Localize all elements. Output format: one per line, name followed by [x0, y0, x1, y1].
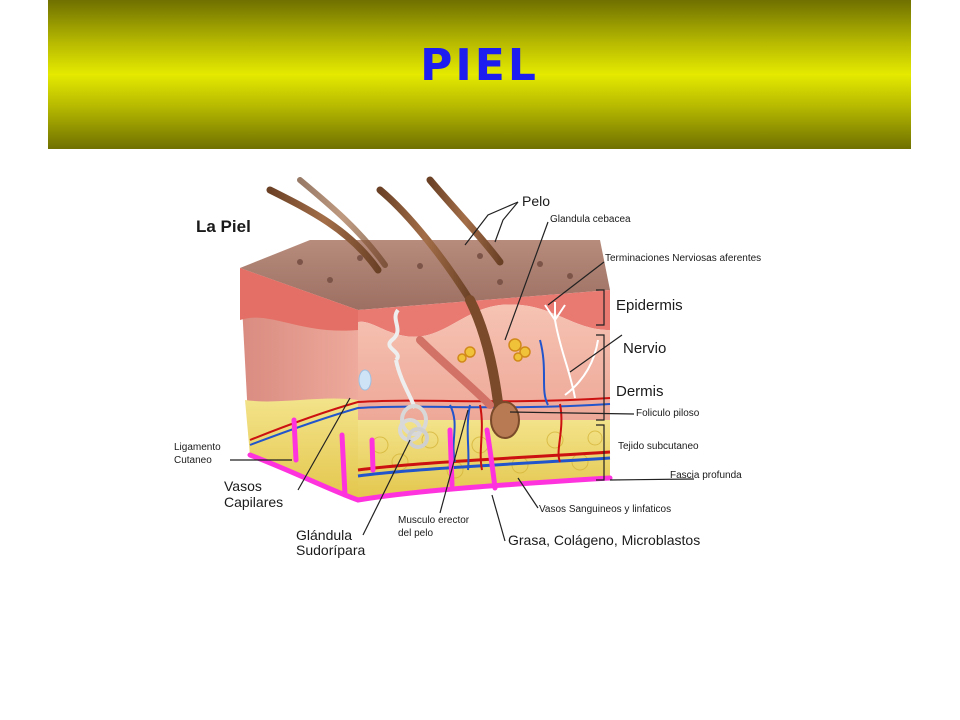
- erector-muscle: [416, 336, 494, 409]
- title-banner: PIEL: [48, 0, 911, 149]
- label-grasa: Grasa, Colágeno, Microblastos: [508, 532, 700, 548]
- label-musculo-2: del pelo: [398, 528, 433, 539]
- blood-vessels: [249, 339, 611, 478]
- hair-strands: [266, 176, 504, 304]
- label-glandula-sud-2: Sudorípara: [296, 542, 365, 558]
- hair-follicle: [465, 295, 520, 439]
- leader-lines: [230, 201, 695, 542]
- label-ligamento-2: Cutaneo: [174, 455, 212, 466]
- label-ligamento-1: Ligamento: [174, 442, 221, 453]
- label-pelo: Pelo: [522, 193, 550, 209]
- epidermis-layer: [358, 290, 610, 337]
- label-nervio: Nervio: [623, 340, 666, 357]
- sebaceous-gland: [457, 338, 531, 363]
- nerve-endings: [544, 302, 599, 399]
- slide-title: PIEL: [420, 40, 539, 91]
- left-face: [240, 268, 358, 500]
- labels: Pelo Glandula cebacea Terminaciones Nerv…: [174, 193, 761, 558]
- fascia-profunda: [247, 417, 613, 503]
- label-fascia: Fascia profunda: [670, 470, 742, 481]
- label-dermis: Dermis: [616, 383, 664, 400]
- label-musculo-1: Musculo erector: [398, 515, 470, 526]
- label-vasos-cap-1: Vasos: [224, 478, 262, 494]
- label-vasos-sanguineos: Vasos Sanguineos y linfaticos: [539, 504, 671, 515]
- label-foliculo: Foliculo piloso: [636, 408, 700, 419]
- label-vasos-cap-2: Capilares: [224, 494, 283, 510]
- label-tejido: Tejido subcutaneo: [618, 441, 699, 452]
- label-epidermis: Epidermis: [616, 297, 683, 314]
- dermis-layer: [358, 304, 610, 420]
- label-glandula-cebacea: Glandula cebacea: [550, 214, 631, 225]
- diagram-heading: La Piel: [196, 217, 251, 236]
- label-glandula-sud-1: Glándula: [296, 527, 352, 543]
- capillary-bulb: [358, 369, 372, 391]
- skin-surface: [240, 240, 610, 310]
- label-terminaciones: Terminaciones Nerviosas aferentes: [605, 253, 761, 264]
